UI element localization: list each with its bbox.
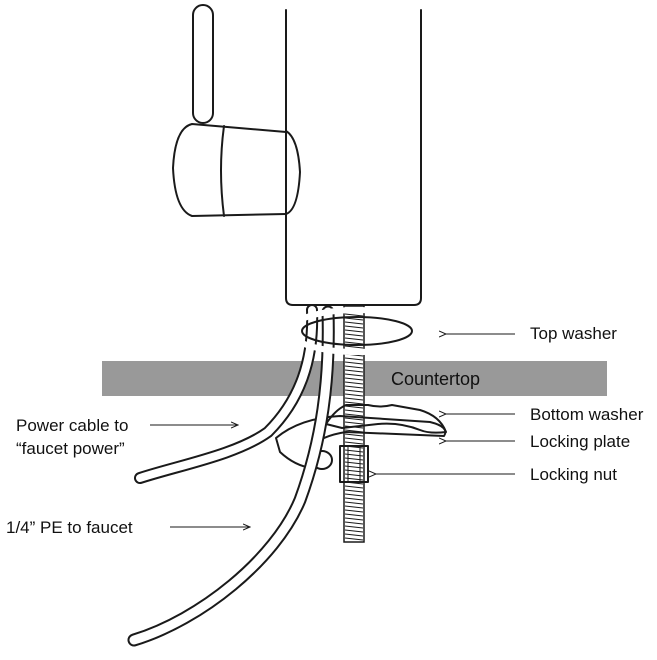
rod-thread-line [344,377,364,381]
rod-thread-line [344,357,364,361]
countertop-label: Countertop [391,369,480,389]
rod-thread-line [344,521,364,525]
power-cable-label-line1: Power cable to [16,416,128,435]
rod-thread-line [344,537,364,541]
leader-arrows [150,334,515,527]
rod-thread-line [344,345,364,349]
power-cable-label-line2: “faucet power” [16,439,125,458]
rod-thread-line [344,313,364,317]
rod-thread-line [344,369,364,373]
locking-plate-label: Locking plate [530,432,630,451]
power-cable [134,304,319,484]
rod-thread-line [344,513,364,517]
rod-thread-line [344,325,364,329]
top-washer [287,307,427,355]
rod-thread-line [344,405,364,409]
top-washer-label: Top washer [530,324,617,343]
rod-thread-line [344,505,364,509]
rod-thread-line [344,525,364,529]
bottom-washer [325,404,447,434]
rod-thread-line [344,409,364,413]
rod-thread-line [344,417,364,421]
faucet-handle [172,4,301,217]
rod-thread-line [344,389,364,393]
rod-thread-line [344,373,364,377]
rod-thread-line [344,517,364,521]
locking-nut-label: Locking nut [530,465,617,484]
faucet-body [285,9,422,306]
rod-thread-line [344,509,364,513]
rod-thread-line [344,397,364,401]
rod-thread-line [344,441,364,445]
pe-tube [127,305,335,647]
rod-thread-line [344,421,364,425]
rod-thread-line [344,333,364,337]
locking-nut [339,445,369,483]
rod-thread-line [344,489,364,493]
rod-thread-line [344,393,364,397]
rod-thread-line [344,321,364,325]
rod-thread-line [344,497,364,501]
pe-tube-label: 1/4” PE to faucet [6,518,133,537]
rod-thread-line [344,493,364,497]
rod-thread-line [344,533,364,537]
rod-thread-line [344,401,364,405]
rod-thread-line [344,501,364,505]
rod-thread-line [344,365,364,369]
rod-thread-line [344,329,364,333]
rod-thread-line [344,341,364,345]
bottom-washer-label: Bottom washer [530,405,644,424]
rod-thread-line [344,381,364,385]
rod-thread-line [344,361,364,365]
rod-thread-line [344,385,364,389]
rod-thread-line [344,337,364,341]
rod-thread-line [344,413,364,417]
rod-thread-line [344,529,364,533]
rod-thread-line [344,485,364,489]
threaded-rod [343,305,365,543]
rod-thread-line [344,317,364,321]
rod-thread-line [344,437,364,441]
rod-thread-line [344,433,364,437]
